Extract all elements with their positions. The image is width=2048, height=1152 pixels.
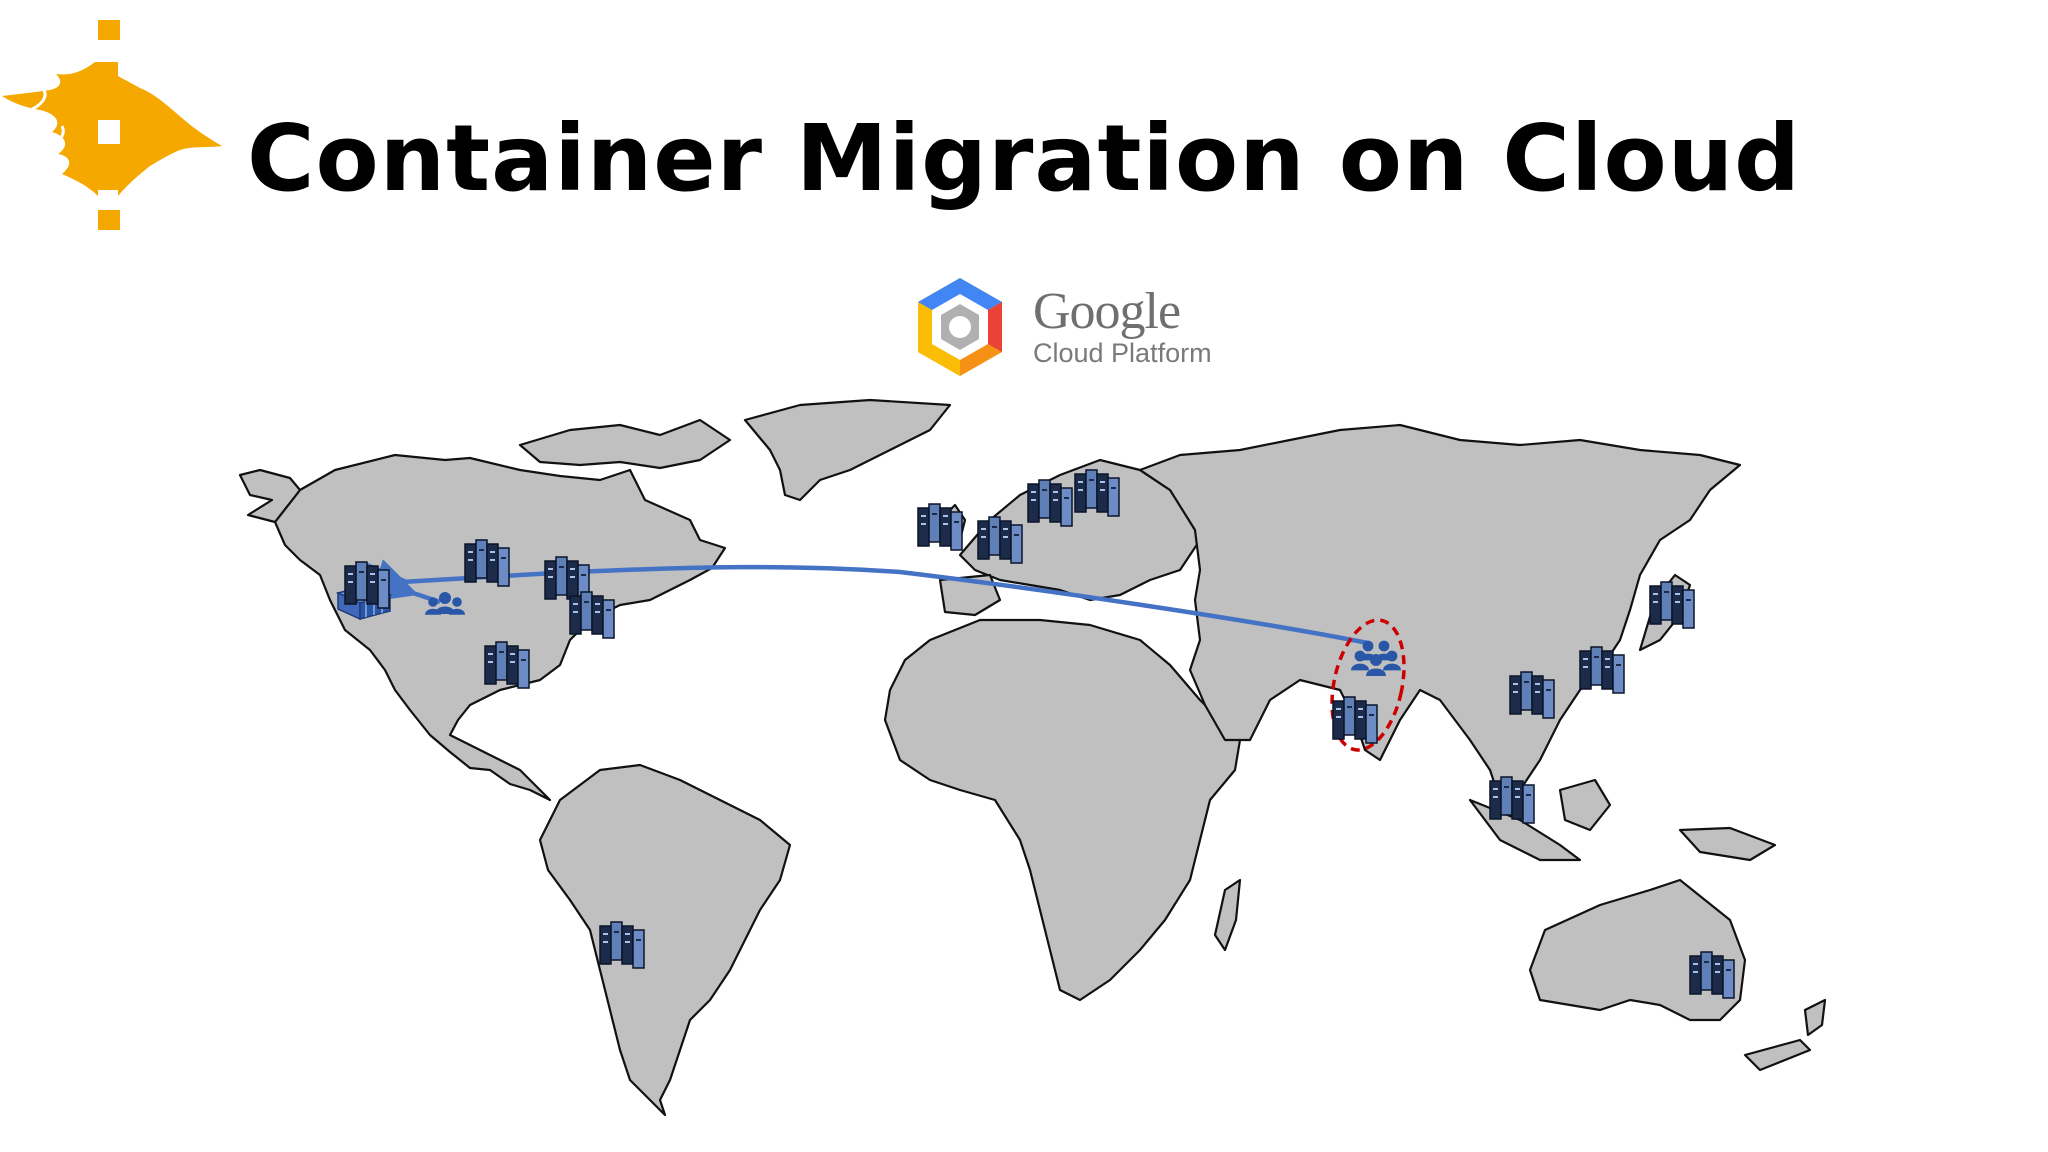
europe-landmass [958, 458, 1202, 602]
africa-landmass [883, 618, 1242, 1002]
cloud-platform-label: Cloud Platform [1033, 338, 1212, 368]
greenland-landmass [743, 398, 952, 502]
server-rack-icon [1489, 776, 1535, 824]
source-highlight-ellipse [1330, 618, 1406, 752]
flame-logo-icon [2, 20, 222, 230]
new-guinea-landmass [1678, 826, 1777, 862]
new-zealand-landmass [1743, 1038, 1812, 1072]
canadian-islands [518, 418, 732, 470]
google-wordmark: Google [1033, 283, 1181, 340]
alaska-landmass [238, 468, 302, 524]
south-america-landmass [538, 763, 792, 1117]
google-cloud-logo: Google Cloud Platform [905, 272, 1235, 382]
google-cloud-hexagon-icon [918, 278, 1002, 376]
madagascar-landmass [1213, 878, 1242, 952]
australia-landmass [1528, 878, 1747, 1022]
server-rack-icon [1579, 646, 1625, 694]
continents [238, 398, 1827, 1117]
north-america-landmass [273, 453, 727, 802]
slide-title: Container Migration on Cloud [246, 105, 1802, 212]
borneo-landmass [1558, 778, 1612, 832]
migration-arrow [364, 561, 1369, 646]
new-zealand-north-landmass [1803, 998, 1827, 1037]
